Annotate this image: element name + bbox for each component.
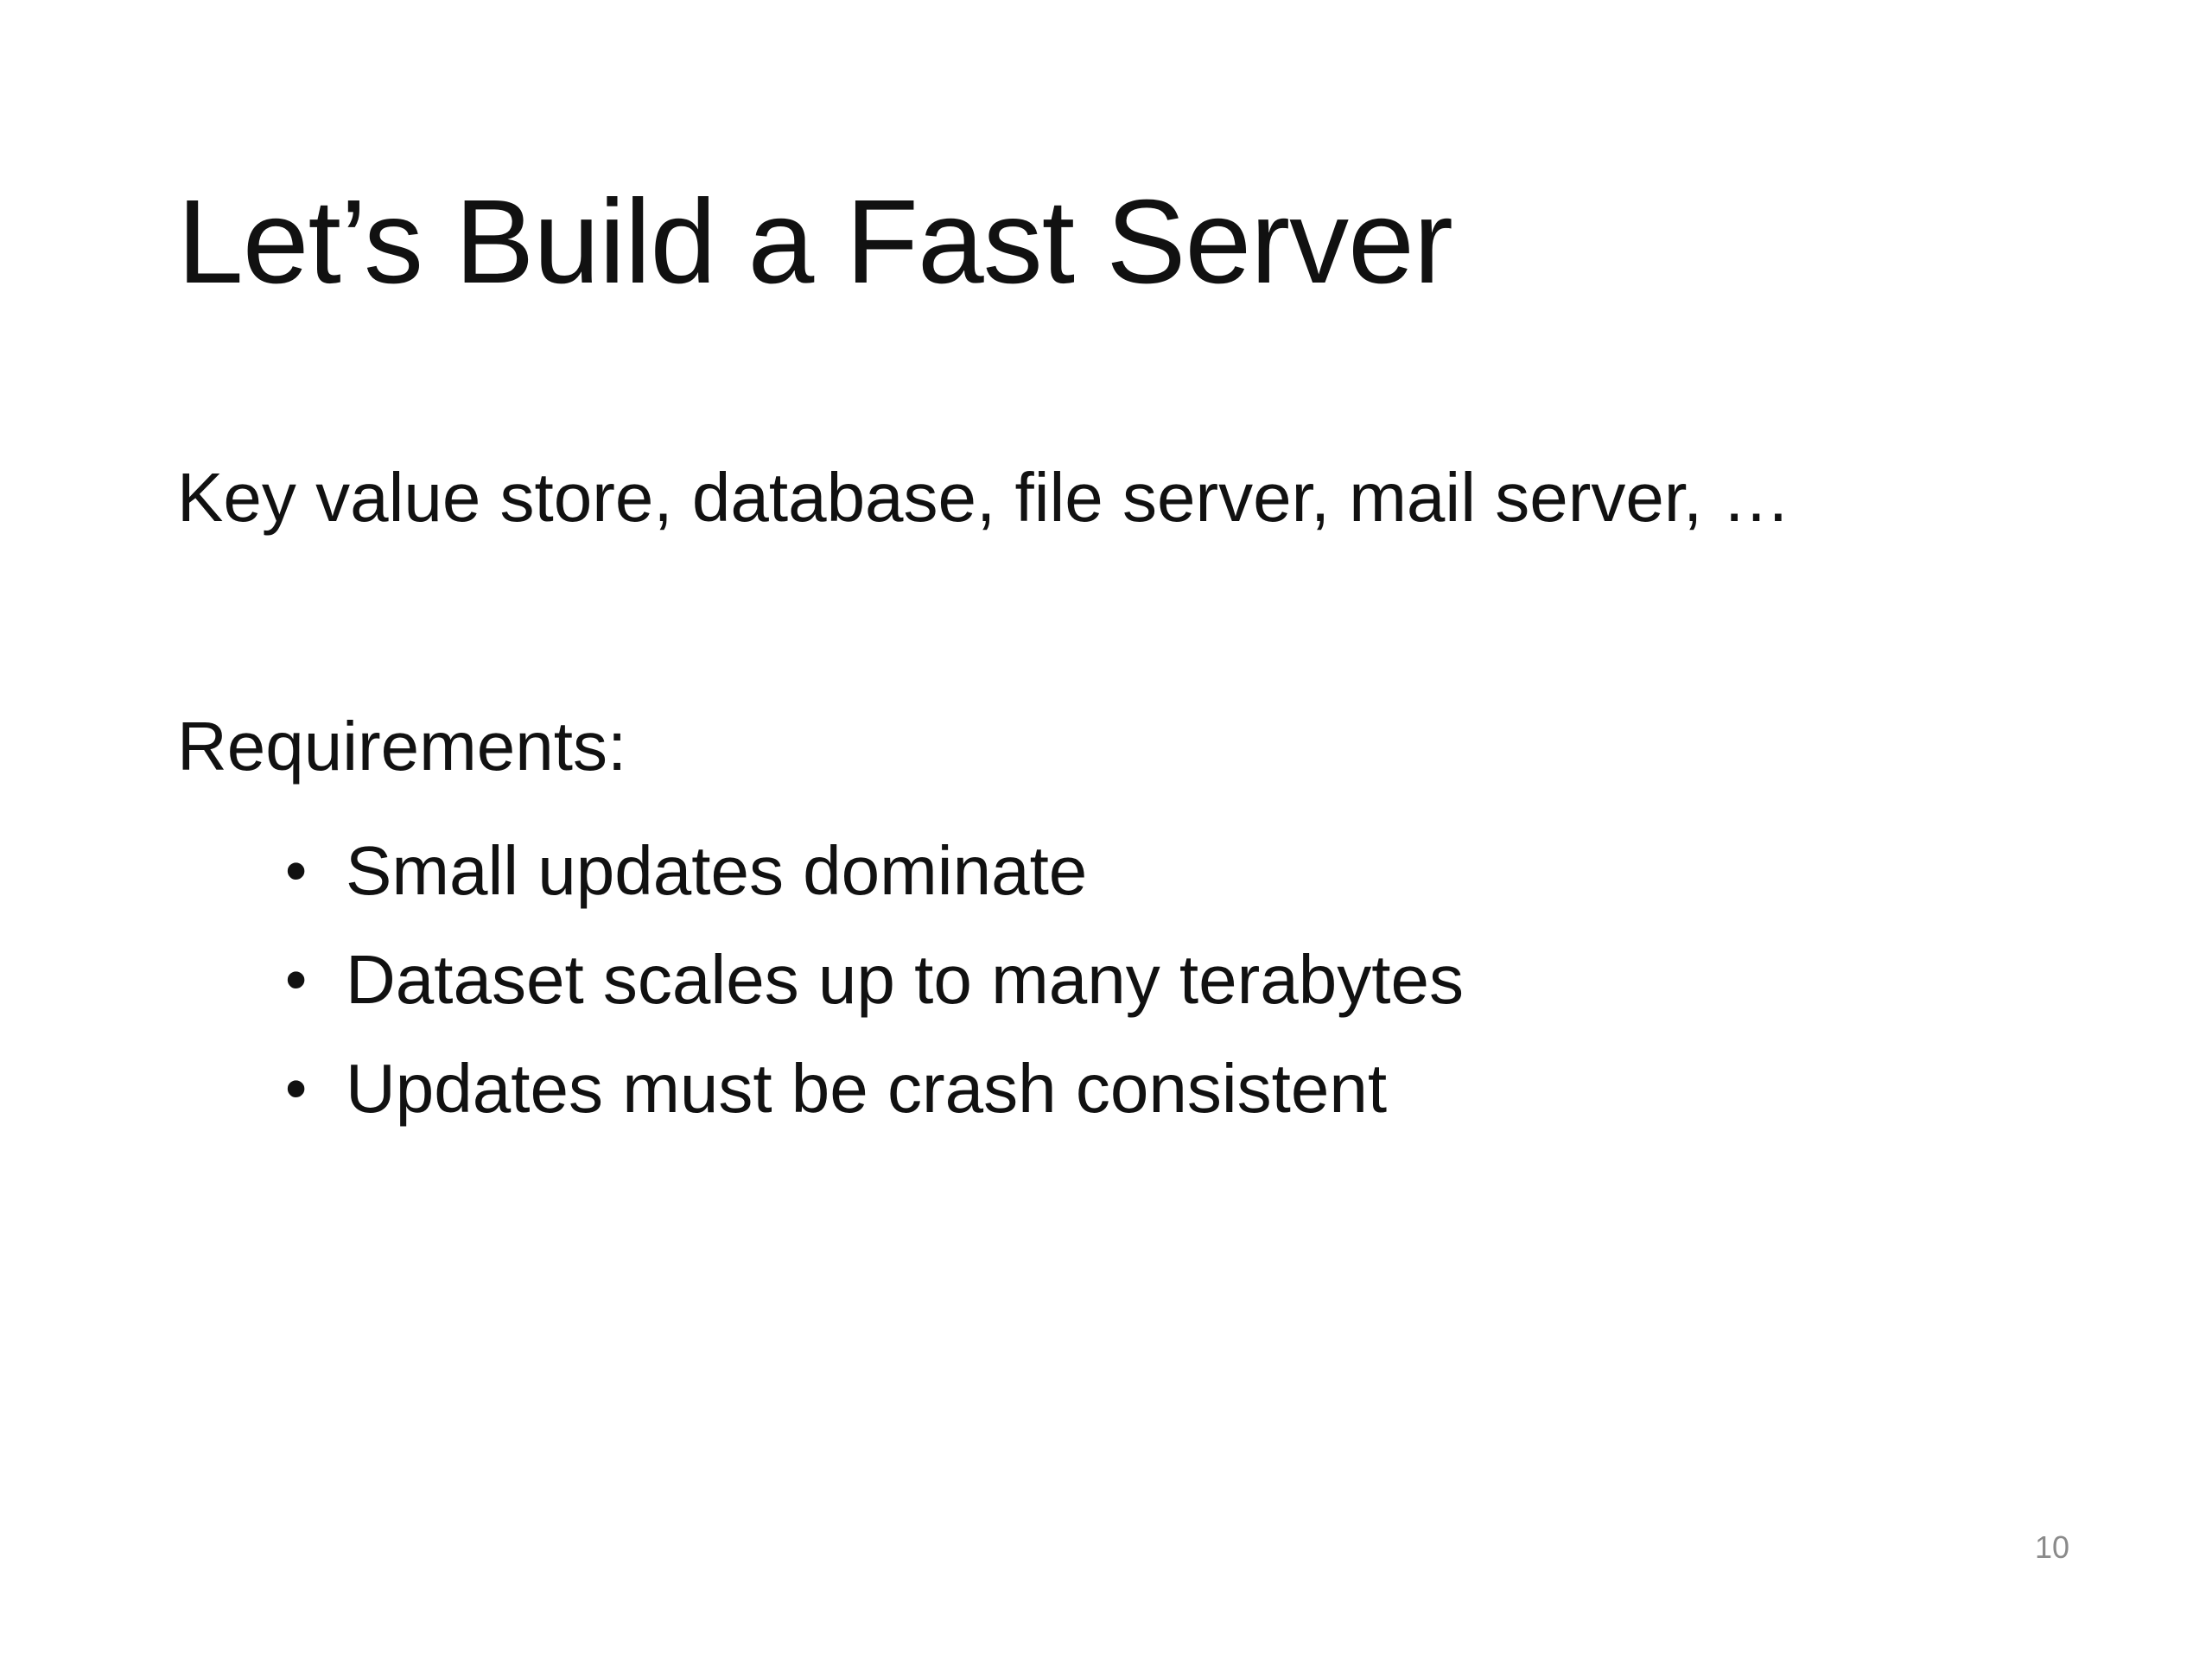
- bullet-icon: •: [285, 1054, 308, 1123]
- bullet-icon: •: [285, 945, 308, 1014]
- list-item: • Small updates dominate: [285, 817, 1464, 925]
- list-item-text: Updates must be crash consistent: [346, 1050, 1388, 1127]
- list-item-text: Small updates dominate: [346, 832, 1088, 909]
- slide-title: Let’s Build a Fast Server: [177, 175, 1453, 308]
- requirements-label: Requirements:: [177, 708, 627, 785]
- lead-text: Key value store, database, file server, …: [177, 459, 1791, 536]
- page-number: 10: [2034, 1529, 2069, 1565]
- bullet-icon: •: [285, 836, 308, 906]
- requirements-list: • Small updates dominate • Dataset scale…: [285, 817, 1464, 1143]
- list-item: • Dataset scales up to many terabytes: [285, 925, 1464, 1034]
- list-item-text: Dataset scales up to many terabytes: [346, 941, 1464, 1018]
- list-item: • Updates must be crash consistent: [285, 1034, 1464, 1143]
